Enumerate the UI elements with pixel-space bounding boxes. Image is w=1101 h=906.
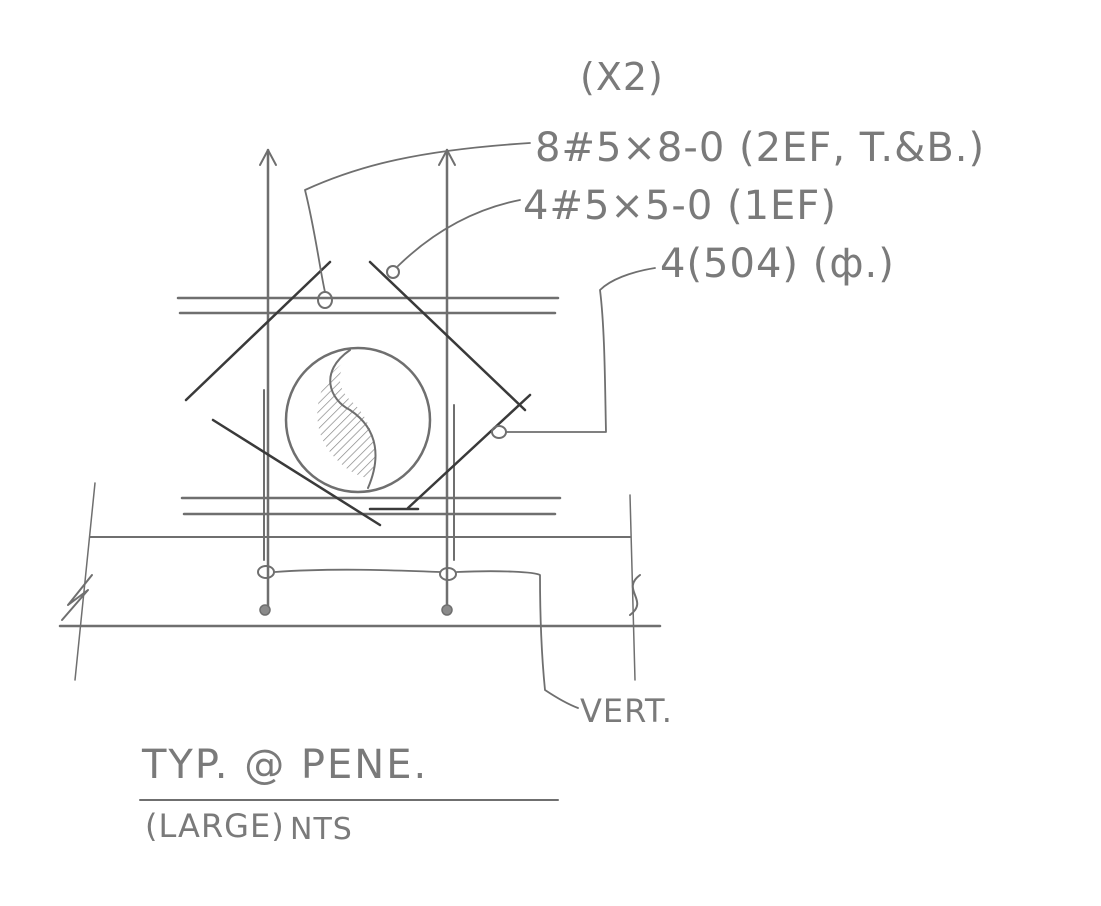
pipe-penetration — [284, 346, 432, 494]
leader-lines — [274, 142, 656, 709]
vertical-bar-end-right — [441, 604, 453, 616]
callout-line-1: 8#5×8-0 (2EF, T.&B.) — [535, 125, 986, 171]
quantity-note: (X2) — [580, 55, 664, 99]
callout-dot-top-right — [386, 265, 400, 279]
horizontal-bars — [176, 296, 562, 516]
vertical-callout: VERT. — [580, 692, 673, 730]
diagonal-bars — [184, 260, 532, 527]
detail-title: TYP. @ PENE. — [142, 742, 429, 788]
vertical-bars — [257, 148, 457, 616]
detail-subtitle-scale: NTS — [290, 812, 353, 847]
callout-dot-right — [491, 425, 507, 439]
callout-line-3: 4(504) (ф.) — [660, 241, 895, 287]
vertical-bar-section-left — [257, 565, 275, 579]
detail-subtitle-size: (LARGE) — [145, 807, 285, 845]
vertical-bar-section-right — [439, 567, 457, 581]
vertical-bar-end-left — [259, 604, 271, 616]
slab-edge — [58, 482, 662, 681]
callout-dot-top-left — [317, 291, 333, 309]
callout-line-2: 4#5×5-0 (1EF) — [523, 183, 837, 229]
